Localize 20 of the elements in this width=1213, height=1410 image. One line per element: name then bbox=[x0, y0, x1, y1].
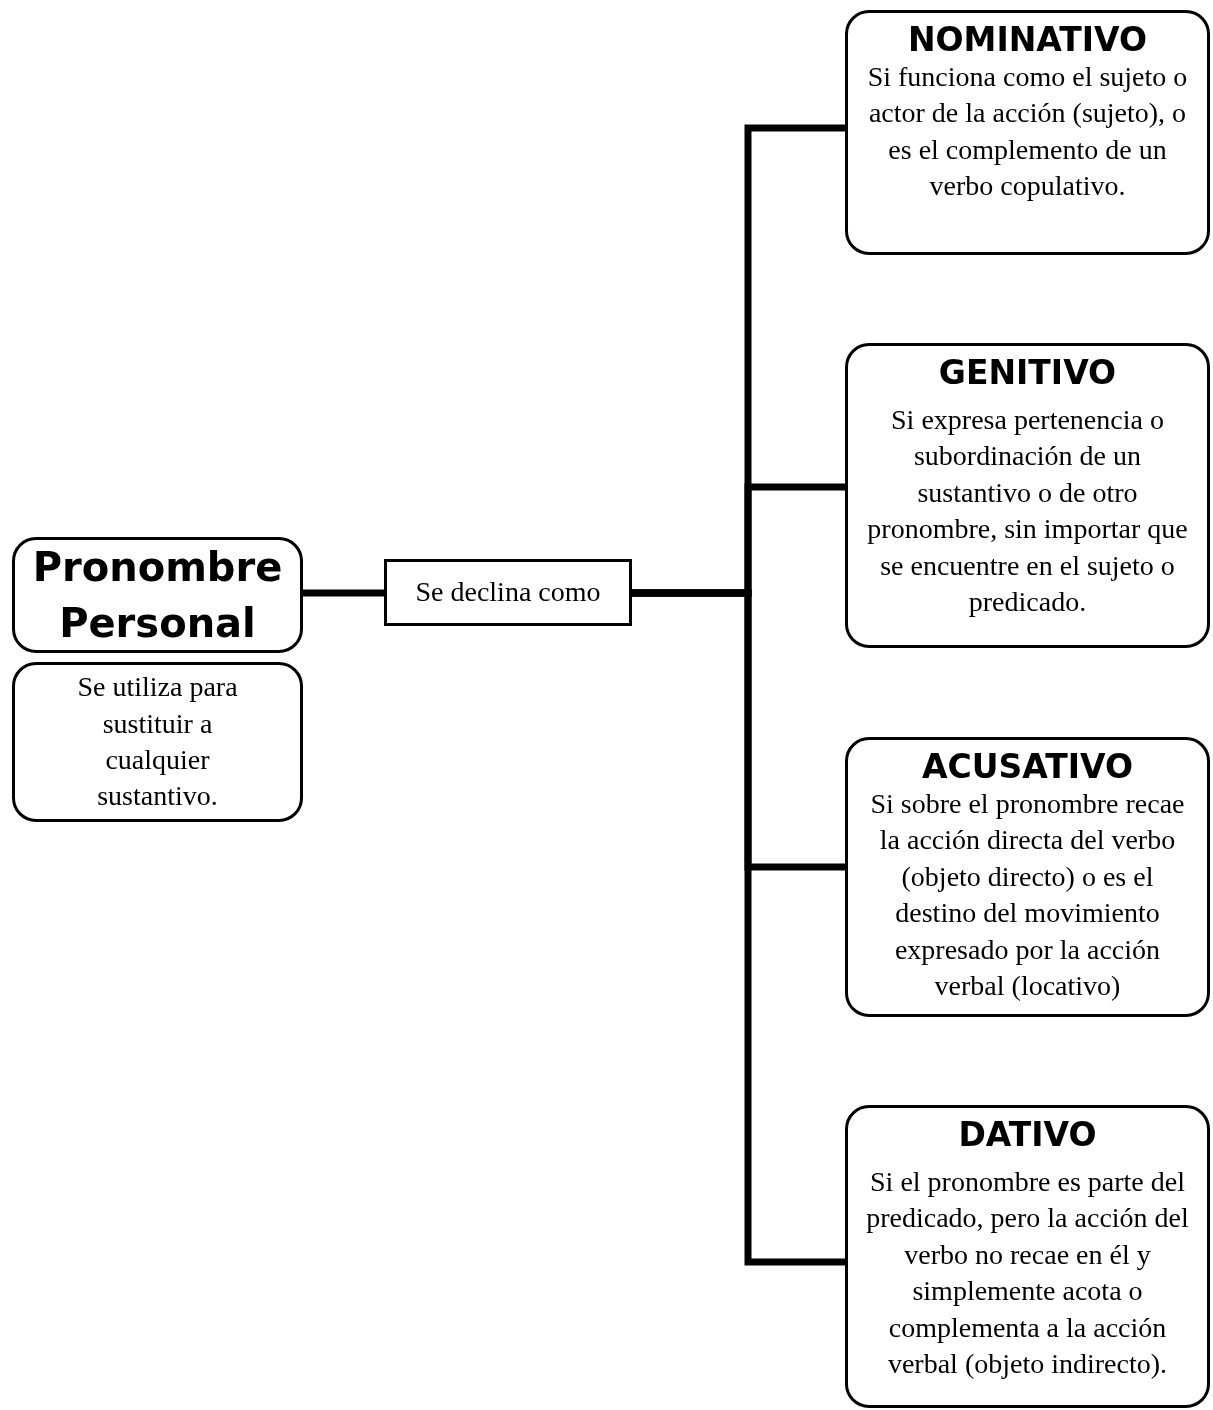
description-text: Se utiliza para sustituir a cualquier sustantivo. bbox=[76, 670, 239, 814]
case-description: Si sobre el pronombre recae la acción directa del verbo (objeto directo) o es el destino del movimiento expresado por la acción verbal (locativo) bbox=[869, 786, 1186, 1003]
title-text: Pronombre Personal bbox=[31, 543, 284, 648]
connector-line bbox=[632, 589, 845, 1266]
description-box bbox=[12, 662, 303, 822]
case-heading: NOMINATIVO bbox=[907, 21, 1148, 59]
case-box bbox=[845, 737, 1210, 1017]
case-heading: ACUSATIVO bbox=[921, 748, 1134, 786]
case-description: Si el pronombre es parte del predicado, pero la acción del verbo no recae en él y simplemente acota o complementa a la acción verbal (objeto indirecto). bbox=[865, 1164, 1190, 1381]
case-description: Si expresa pertenencia o subordinación de un sustantivo o de otro pronombre, sin importar que se encuentre en el sujeto o predicado. bbox=[866, 402, 1189, 619]
connector-line bbox=[303, 589, 384, 597]
connector-label-box bbox=[384, 559, 632, 626]
node-label: Se declina como bbox=[414, 575, 602, 610]
case-box bbox=[845, 10, 1210, 255]
case-box bbox=[845, 1105, 1210, 1408]
title-box bbox=[12, 537, 303, 653]
case-box bbox=[845, 343, 1210, 648]
case-heading: GENITIVO bbox=[938, 354, 1117, 392]
case-description: Si funciona como el sujeto o actor de la acción (sujeto), o es el complemento de un verbo copulativo. bbox=[866, 59, 1189, 204]
case-heading: DATIVO bbox=[958, 1116, 1097, 1154]
